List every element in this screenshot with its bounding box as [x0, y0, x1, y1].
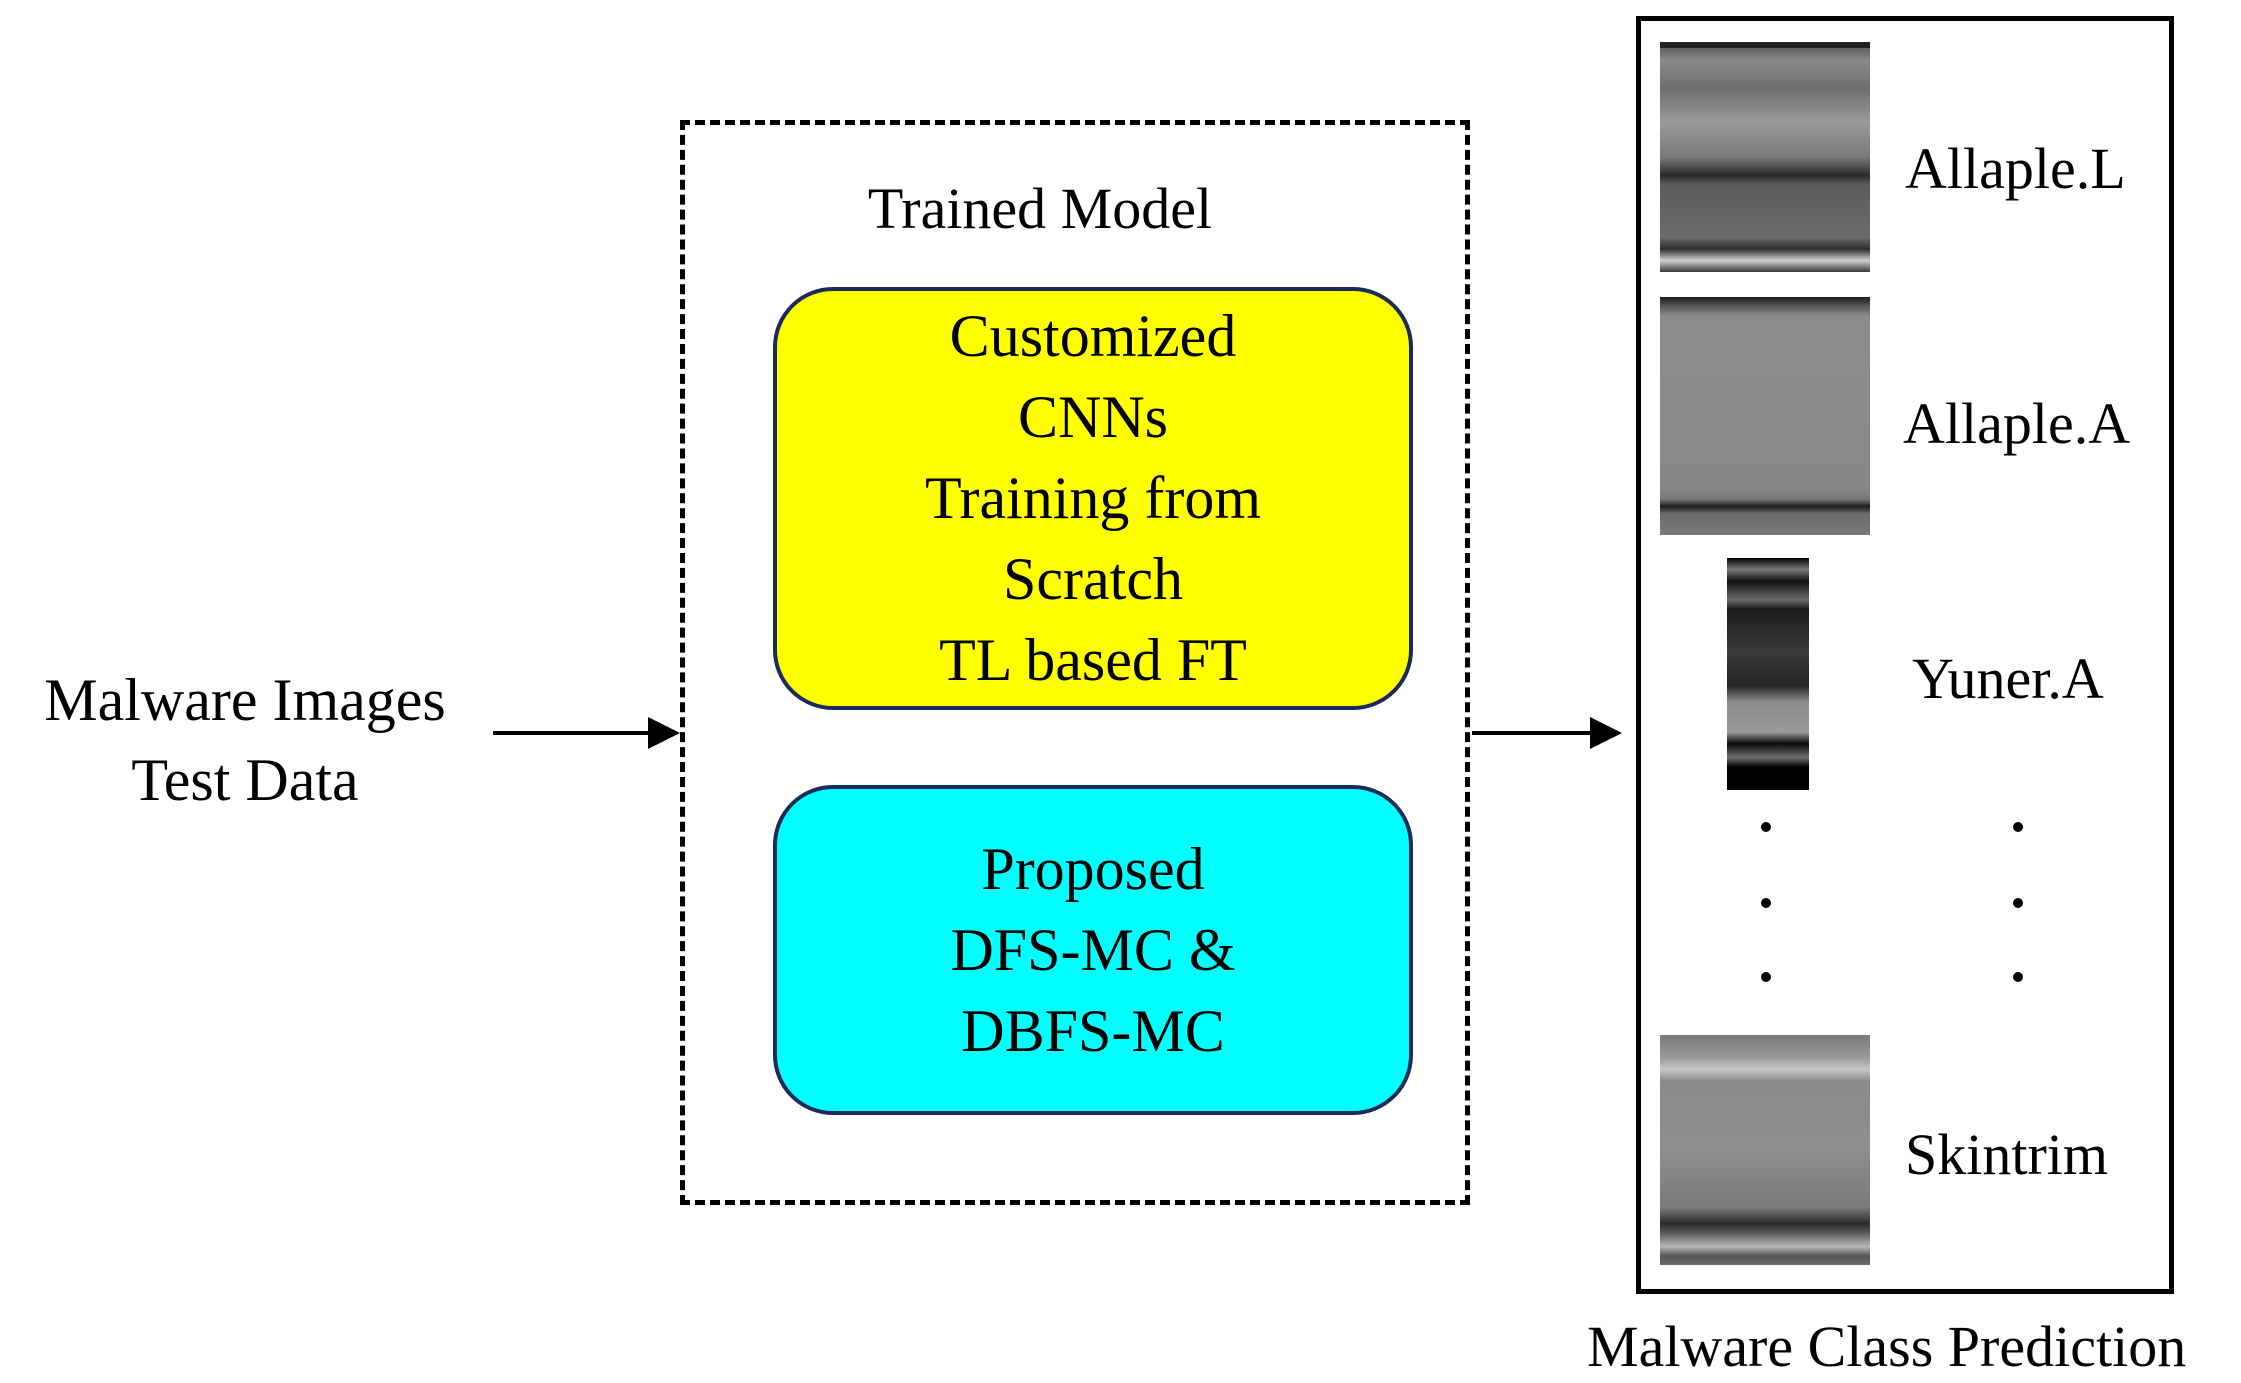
malware-thumbnail-yuner-a [1727, 558, 1809, 790]
input-label-line-2: Test Data [131, 747, 359, 813]
trained-model-title: Trained Model [867, 176, 1213, 241]
yellow-box-line: CNNs [1017, 384, 1169, 450]
prediction-title: Malware Class Prediction [1587, 1314, 2187, 1379]
malware-thumbnail-skintrim [1660, 1035, 1870, 1265]
ellipsis-dot [1761, 898, 1771, 908]
class-label-yuner-a: Yuner.A [1912, 646, 2104, 711]
ellipsis-dot [2013, 972, 2023, 982]
cyan-box-line: DBFS-MC [961, 997, 1225, 1064]
customized-cnn-box: Customized CNNs Training from Scratch TL… [773, 287, 1413, 710]
class-label-allaple-a: Allaple.A [1903, 391, 2131, 456]
class-label-skintrim: Skintrim [1905, 1122, 2109, 1187]
input-label-line-1: Malware Images [44, 667, 446, 733]
input-label: Malware Images Test Data [0, 660, 490, 820]
yellow-box-line: Scratch [1003, 546, 1183, 612]
ellipsis-dot [2013, 898, 2023, 908]
cyan-box-line: DFS-MC & [950, 916, 1236, 983]
yellow-box-line: Customized [949, 303, 1237, 369]
prediction-panel [1636, 16, 2174, 1294]
class-label-allaple-l: Allaple.L [1905, 136, 2126, 201]
malware-thumbnail-allaple-a [1660, 297, 1870, 535]
trained-model-container [680, 120, 1470, 1205]
ellipsis-dot [1761, 822, 1771, 832]
ellipsis-dot [1761, 972, 1771, 982]
yellow-box-line: TL based FT [939, 627, 1247, 693]
malware-thumbnail-allaple-l [1660, 42, 1870, 272]
cyan-box-line: Proposed [981, 835, 1205, 902]
proposed-method-box: Proposed DFS-MC & DBFS-MC [773, 785, 1413, 1115]
yellow-box-line: Training from [924, 465, 1262, 531]
ellipsis-dot [2013, 822, 2023, 832]
